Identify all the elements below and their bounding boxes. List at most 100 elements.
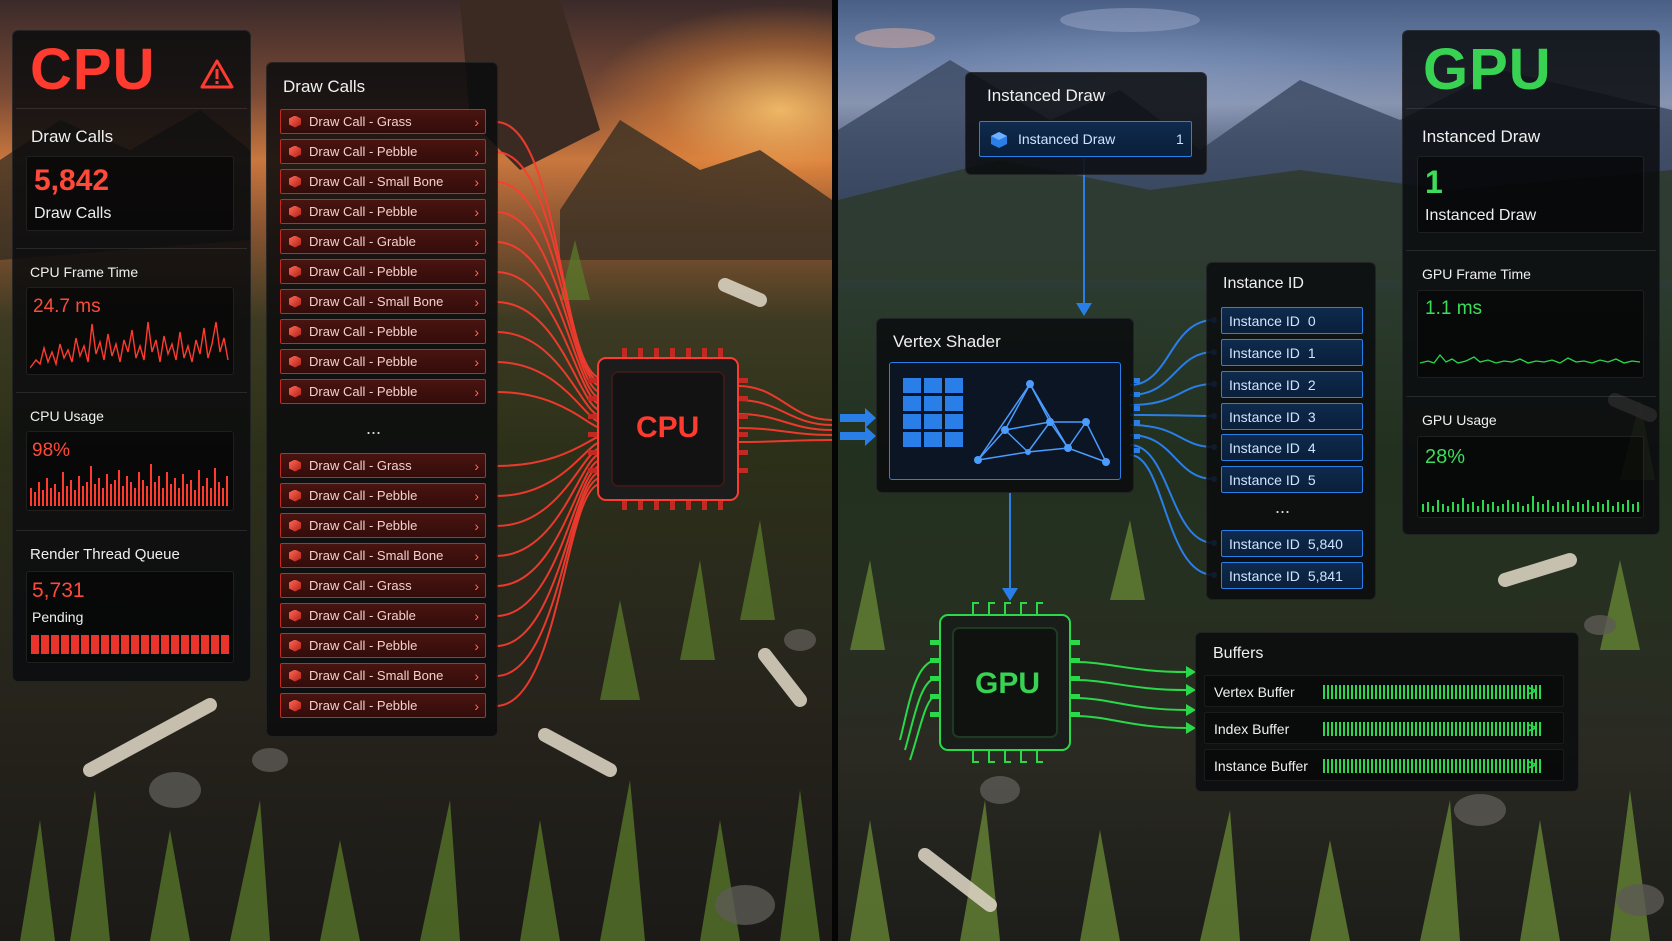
cube-icon — [289, 265, 301, 278]
cube-icon — [289, 145, 301, 158]
cpu-usage-heading: CPU Usage — [30, 408, 104, 424]
gpu-instanced-value: 1 — [1425, 164, 1443, 200]
chevron-right-icon: › — [474, 637, 479, 654]
chevron-right-icon: › — [474, 113, 479, 130]
draw-call-item[interactable]: Draw Call - Small Bone › — [280, 543, 486, 568]
cube-icon — [991, 132, 1007, 148]
cpu-wires — [495, 121, 833, 707]
warning-triangle-icon — [200, 59, 234, 89]
divider — [16, 530, 247, 531]
gpu-usage-value: 28% — [1425, 446, 1466, 468]
buffer-row-vertex[interactable]: Vertex Buffer > — [1204, 675, 1564, 707]
draw-call-item[interactable]: Draw Call - Pebble› — [280, 139, 486, 164]
gpu-stats-panel — [1402, 30, 1660, 535]
cube-icon — [289, 175, 301, 188]
draw-call-item[interactable]: Draw Call - Grass› — [280, 573, 486, 598]
draw-call-item[interactable]: Draw Call - Small Bone› — [280, 289, 486, 314]
chevron-right-icon: › — [474, 607, 479, 624]
draw-calls-heading: Draw Calls — [31, 127, 114, 146]
instance-id-label: Instance ID — [1229, 471, 1300, 488]
draw-call-label: Draw Call - Grass — [309, 578, 412, 593]
draw-call-item[interactable]: Draw Call - Grass› — [280, 109, 486, 134]
draw-call-label: Draw Call - Pebble — [309, 264, 418, 279]
chevron-right-icon: > — [1527, 757, 1537, 774]
chevron-right-icon: › — [474, 487, 479, 504]
draw-call-item[interactable]: Draw Call - Pebble› — [280, 319, 486, 344]
render-queue-heading: Render Thread Queue — [30, 546, 180, 563]
chevron-right-icon: › — [474, 323, 479, 340]
gpu-usage-bars — [1422, 496, 1639, 512]
draw-calls-unit: Draw Calls — [34, 205, 112, 222]
gpu-frame-time-graph — [1420, 353, 1640, 364]
draw-call-label: Draw Call - Small Bone — [309, 294, 444, 309]
divider — [16, 392, 247, 393]
buffer-name: Instance Buffer — [1214, 758, 1308, 774]
draw-call-label: Draw Call - Pebble — [309, 384, 418, 399]
chevron-right-icon: › — [474, 457, 479, 474]
draw-call-item[interactable]: Draw Call - Small Bone› — [280, 663, 486, 688]
draw-call-item[interactable]: Draw Call - Grable› — [280, 229, 486, 254]
gpu-frame-time-value: 1.1 ms — [1425, 298, 1483, 319]
draw-call-item[interactable]: Draw Call - Pebble› — [280, 693, 486, 718]
vertex-grid-icon — [903, 378, 963, 447]
buffer-name: Vertex Buffer — [1214, 684, 1295, 700]
cpu-chip — [588, 348, 748, 510]
divider — [1406, 396, 1656, 397]
draw-call-item[interactable]: Draw Call - Grable› — [280, 603, 486, 628]
chevron-right-icon: › — [474, 697, 479, 714]
instanced-draw-item[interactable]: Instanced Draw 1 — [979, 121, 1192, 157]
draw-call-label: Draw Call - Small Bone — [309, 548, 444, 563]
instance-id-ellipsis: ... — [1275, 497, 1291, 517]
gpu-usage-heading: GPU Usage — [1422, 412, 1497, 428]
draw-call-item[interactable]: Draw Call - Pebble › — [280, 483, 486, 508]
cpu-frame-time-graph-box — [26, 287, 234, 375]
draw-call-item[interactable]: Draw Call - Pebble› — [280, 199, 486, 224]
instanced-draw-item-count: 1 — [1176, 131, 1184, 147]
chevron-right-icon: › — [474, 547, 479, 564]
chevron-right-icon: › — [474, 233, 479, 250]
chevron-right-icon: › — [474, 203, 479, 220]
render-queue-bar — [31, 635, 230, 654]
cube-icon — [289, 579, 301, 592]
draw-call-item[interactable]: Draw Call - Pebble› — [280, 379, 486, 404]
draw-call-item[interactable]: Draw Call - Grass› — [280, 453, 486, 478]
gpu-frame-time-heading: GPU Frame Time — [1422, 266, 1531, 282]
render-queue-sub: Pending — [32, 609, 84, 625]
instance-id-number: 0 — [1307, 312, 1316, 329]
cube-icon — [289, 235, 301, 248]
draw-call-item[interactable]: Draw Call - Pebble› — [280, 513, 486, 538]
buffer-row-index[interactable]: Index Buffer > — [1204, 712, 1564, 744]
buffer-fill-bar — [1323, 685, 1541, 699]
instance-id-label: Instance ID — [1229, 408, 1300, 425]
cpu-frame-time-value: 24.7 ms — [33, 296, 101, 317]
instance-id-number: 5,841 — [1307, 567, 1343, 584]
cube-icon — [289, 669, 301, 682]
draw-call-item[interactable]: Draw Call - Pebble› — [280, 633, 486, 658]
divider — [16, 248, 247, 249]
buffers-heading: Buffers — [1213, 645, 1264, 662]
draw-call-item[interactable]: Draw Call - Small Bone› — [280, 169, 486, 194]
cpu-frame-time-heading: CPU Frame Time — [30, 264, 139, 280]
divider — [1406, 108, 1656, 109]
chevron-right-icon: > — [1527, 683, 1537, 700]
cpu-usage-bars — [30, 464, 228, 506]
chevron-right-icon: › — [474, 263, 479, 280]
draw-call-label: Draw Call - Pebble — [309, 488, 418, 503]
buffer-row-instance[interactable]: Instance Buffer > — [1204, 749, 1564, 781]
draw-calls-stat-box — [26, 156, 234, 231]
instance-id-item[interactable]: Instance ID 5,841 — [1221, 562, 1363, 589]
cube-icon — [289, 295, 301, 308]
rocks — [149, 615, 1664, 925]
draw-call-item[interactable]: Draw Call - Pebble› — [280, 349, 486, 374]
instance-id-label: Instance ID — [1229, 567, 1300, 584]
instance-id-label: Instance ID — [1229, 535, 1300, 552]
instance-id-number: 1 — [1307, 344, 1316, 361]
draw-call-item[interactable]: Draw Call - Pebble › — [280, 259, 486, 284]
